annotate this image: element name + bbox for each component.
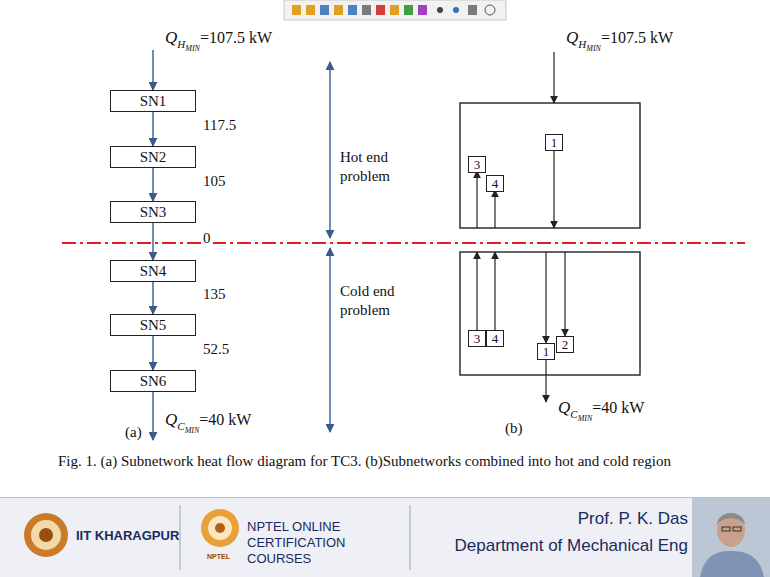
heat-label: QHMIN=107.5 kW	[165, 28, 272, 48]
heat-label: QCMIN=40 kW	[558, 398, 644, 418]
institute-name: IIT KHARAGPUR	[76, 528, 179, 543]
box-label: 4	[492, 332, 499, 345]
box-label: SN5	[140, 317, 167, 334]
heat-symbol: Q	[558, 398, 570, 417]
subnetwork-box: SN2	[110, 146, 196, 168]
box-label: 1	[551, 136, 558, 149]
pinch-line	[62, 242, 745, 244]
box-label: 3	[474, 158, 481, 171]
box-label: 4	[492, 177, 499, 190]
heat-symbol: H	[177, 38, 185, 50]
heat-symbol: =40 kW	[199, 411, 251, 428]
heat-symbol: MIN	[578, 414, 593, 423]
panel-tag: (a)	[125, 424, 142, 441]
heat-symbol: C	[177, 420, 184, 432]
heat-label: QCMIN=40 kW	[165, 410, 251, 430]
logo-text: NPTEL	[207, 553, 230, 560]
heat-flow-value: 135	[201, 286, 228, 303]
heat-symbol: C	[570, 408, 577, 420]
box-label: 3	[474, 332, 481, 345]
heat-flow-value: 105	[201, 173, 228, 190]
heat-symbol: MIN	[185, 44, 200, 53]
stream-box: 1	[537, 343, 555, 360]
presenter-photo	[692, 498, 770, 577]
flow-arrow	[152, 168, 153, 201]
heat-symbol: MIN	[586, 44, 601, 53]
flow-arrow	[152, 223, 153, 260]
region-boxes	[460, 103, 640, 375]
stream-box: 4	[486, 330, 504, 347]
heat-flow-value: 52.5	[201, 341, 231, 358]
flow-arrow	[152, 336, 153, 370]
stream-box: 1	[545, 134, 563, 151]
heat-flow-value: 117.5	[201, 117, 238, 134]
box-label: 1	[543, 345, 550, 358]
presenter-name: Prof. P. K. Das	[578, 509, 688, 529]
box-label: 2	[562, 338, 569, 351]
flow-arrow	[152, 112, 153, 146]
department-name: Department of Mechanical Eng	[455, 536, 688, 556]
panel-tag: (b)	[505, 420, 523, 437]
box-label: SN3	[140, 204, 167, 221]
heat-symbol: MIN	[185, 426, 200, 435]
subnetwork-box: SN3	[110, 201, 196, 223]
stream-box: 2	[556, 336, 574, 353]
box-label: SN6	[140, 373, 167, 390]
flow-arrow	[152, 282, 153, 314]
heat-symbol: H	[578, 38, 586, 50]
heat-symbol: =107.5 kW	[601, 29, 673, 46]
course-name: NPTEL ONLINE CERTIFICATION COURSES	[247, 519, 407, 567]
stream-box: 4	[486, 175, 504, 192]
heat-symbol: Q	[165, 410, 177, 429]
heat-symbol: Q	[165, 28, 177, 47]
heat-symbol: =107.5 kW	[200, 29, 272, 46]
region-label: Hot end problem	[340, 148, 415, 186]
subnetwork-box: SN1	[110, 90, 196, 112]
figure-caption: Fig. 1. (a) Subnetwork heat flow diagram…	[58, 452, 758, 471]
toolbar	[284, 0, 506, 20]
heat-symbol: Q	[566, 28, 578, 47]
box-label: SN4	[140, 263, 167, 280]
heat-symbol: =40 kW	[592, 399, 644, 416]
box-label: SN1	[140, 93, 167, 110]
stream-box: 3	[468, 156, 486, 173]
stream-lines	[477, 52, 565, 402]
subnetwork-box: SN5	[110, 314, 196, 336]
region-label: Cold end problem	[340, 282, 415, 320]
box-label: SN2	[140, 149, 167, 166]
footer-bar	[0, 497, 770, 577]
subnetwork-box: SN6	[110, 370, 196, 392]
heat-label: QHMIN=107.5 kW	[566, 28, 673, 48]
subnetwork-box: SN4	[110, 260, 196, 282]
heat-flow-value: 0	[201, 230, 213, 247]
stream-box: 3	[468, 330, 486, 347]
